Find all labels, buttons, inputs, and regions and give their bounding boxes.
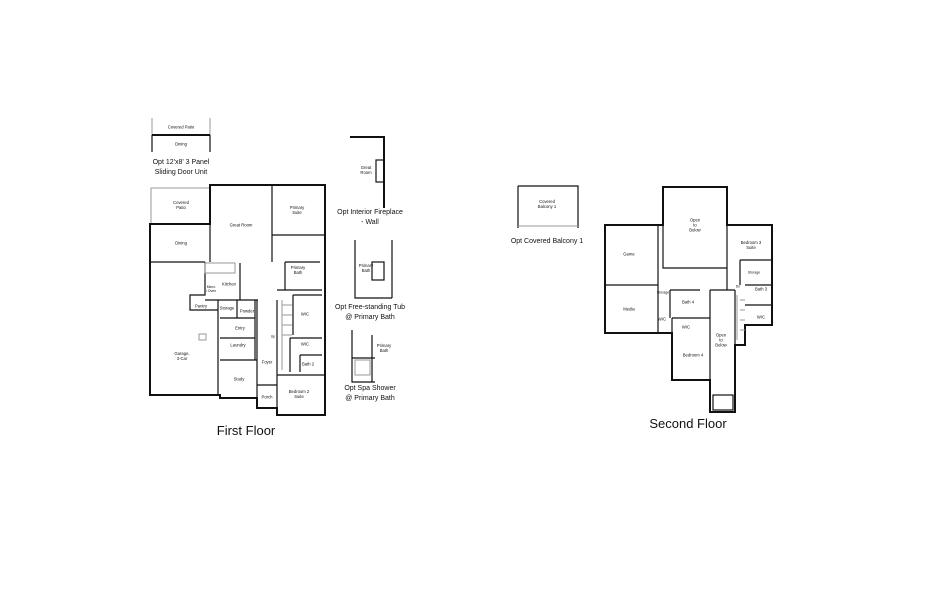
first-floor-plan (149, 184, 326, 416)
stair-up-label: Up (270, 334, 276, 339)
room-powder: Powder (239, 308, 255, 314)
option-fireplace-caption: Opt Interior Fireplace - Wall (337, 209, 403, 226)
room-pantry: Pantry (194, 303, 208, 309)
room-wic-5: WIC (681, 324, 691, 330)
room-wic-2: WIC (300, 341, 310, 347)
room-dining: Dining (175, 240, 187, 246)
room-entry: Entry (235, 325, 245, 331)
room-bath-3: Bath 3 (754, 286, 768, 292)
second-floor-title: Second Floor (649, 416, 727, 431)
option-tub-caption: Opt Free-standing Tub @ Primary Bath (334, 304, 406, 321)
option-balcony-plan (517, 185, 579, 228)
room-media: Media (623, 306, 635, 312)
stair-down-label: Dn (735, 284, 741, 289)
room-laundry: Laundry (230, 342, 246, 348)
room-bedroom-4: Bedroom 4 (682, 352, 704, 358)
room-bedroom-3: Bedroom 3 Suite (740, 240, 762, 250)
room-open-to-below-1: Open to Below (689, 217, 701, 233)
room-storage: Storage (219, 305, 235, 311)
room-wic-1: WIC (300, 311, 310, 317)
option-fireplace-room-label: Great Room (360, 165, 372, 175)
option-balcony-caption: Opt Covered Balcony 1 (510, 238, 584, 245)
room-foyer: Foyer (261, 359, 273, 365)
option-sliding-door-plan (151, 118, 211, 152)
option-dining-label: Dining (175, 141, 187, 147)
option-tub-plan (354, 240, 393, 299)
option-shower-room-label: Primary Bath (376, 343, 392, 353)
option-tub-room-label: Primary Bath (358, 263, 374, 273)
room-covered-patio: Covered Patio (173, 200, 189, 210)
room-bedroom-2: Bedroom 2 Suite (288, 389, 310, 399)
room-game: Game (623, 251, 635, 257)
room-storage-2: Storage (656, 290, 670, 295)
room-wic-4: WIC (657, 316, 667, 322)
room-open-to-below-2: Open to Below (715, 332, 727, 348)
room-porch: Porch (261, 394, 273, 400)
second-floor-plan (604, 186, 773, 413)
room-study: Study (233, 376, 245, 382)
room-wic-3: WIC (756, 314, 766, 320)
option-fireplace-plan (350, 136, 385, 208)
first-floor-title: First Floor (216, 423, 276, 438)
option-balcony-room-label: Covered Balcony 1 (537, 199, 557, 209)
option-sliding-door-caption: Opt 12'x8' 3 Panel Sliding Door Unit (152, 159, 210, 176)
room-garage: Garage, 3-Car (174, 351, 190, 361)
option-covered-patio-label: Covered Patio (167, 124, 195, 130)
room-great-room: Great Room (229, 222, 253, 228)
room-primary-bath: Primary Bath (290, 265, 306, 275)
room-primary-suite: Primary Suite (289, 205, 305, 215)
room-storage-1: Storage (747, 270, 761, 275)
room-bath-2: Bath 2 (301, 361, 315, 367)
option-shower-caption: Opt Spa Shower @ Primary Bath (344, 385, 396, 402)
option-shower-plan (351, 330, 375, 383)
label-micro-oven: Micro / Oven (205, 285, 217, 293)
room-bath-4: Bath 4 (681, 299, 695, 305)
room-kitchen: Kitchen (222, 281, 236, 287)
